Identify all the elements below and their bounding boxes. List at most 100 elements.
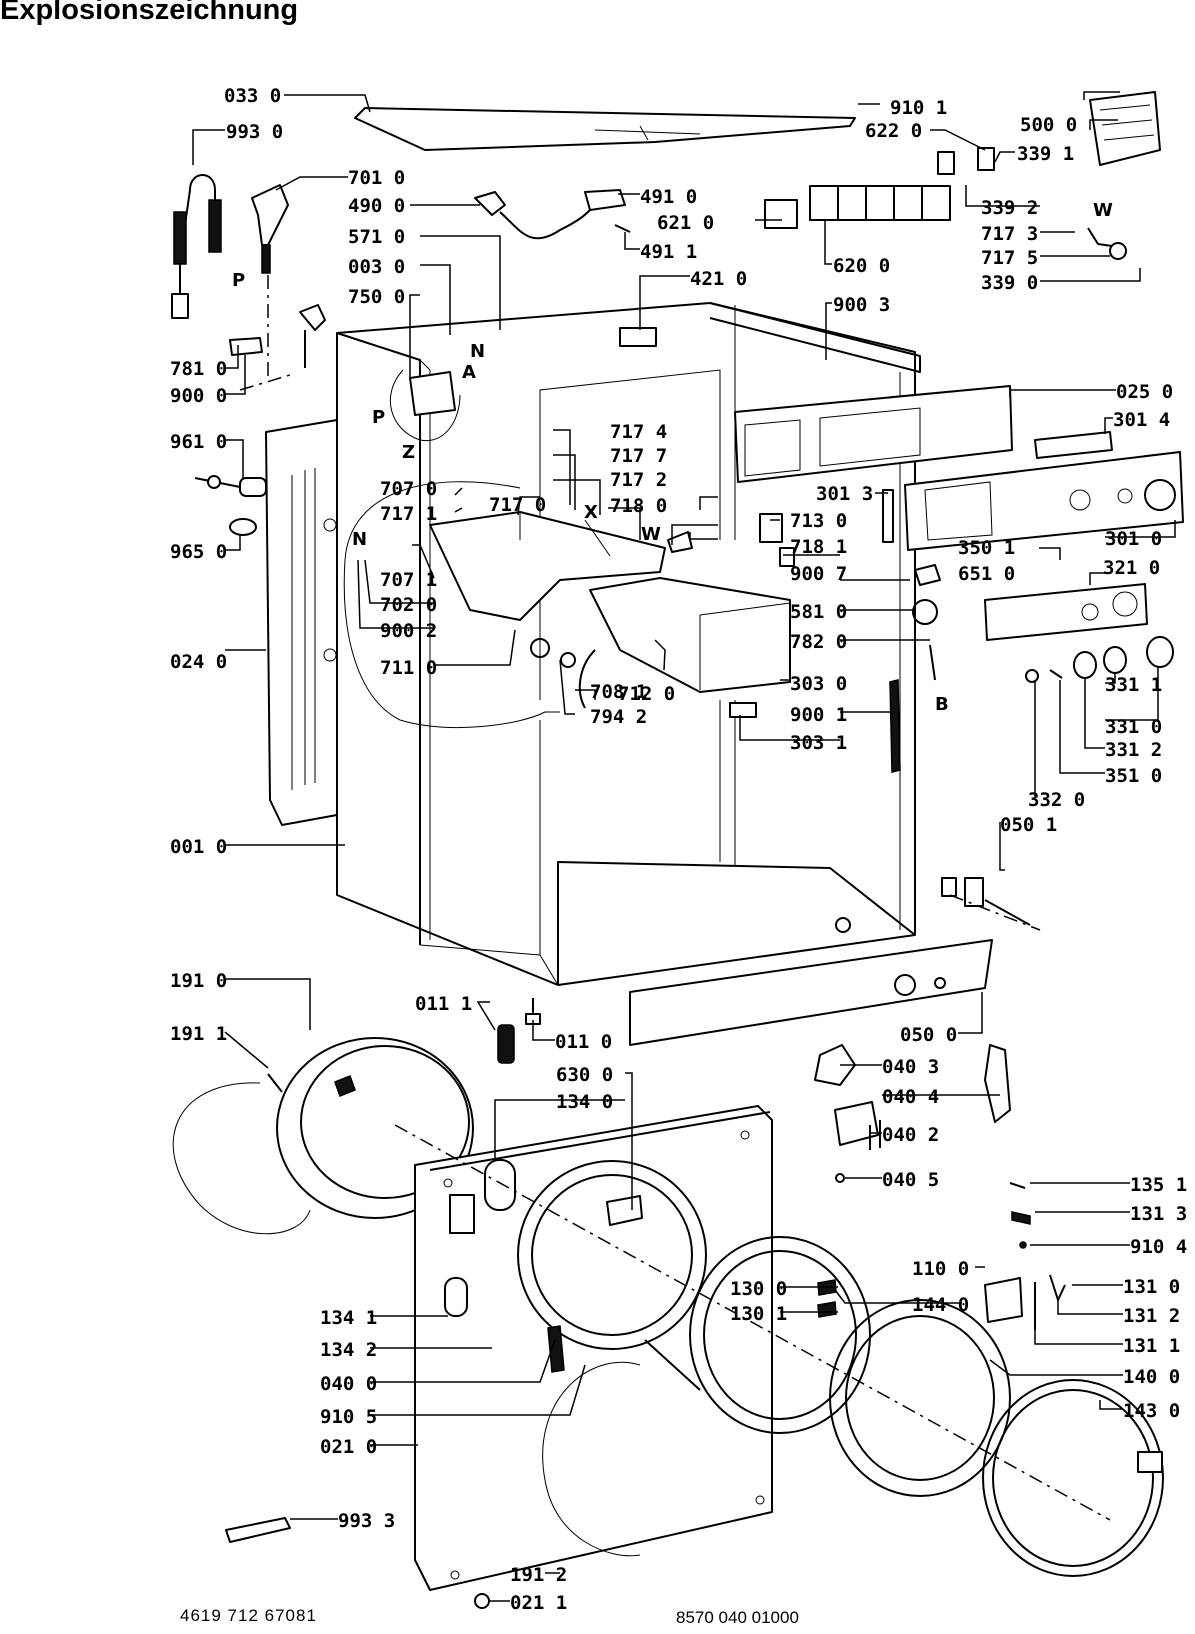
connector-part: [584, 189, 626, 211]
nozzle-part: [667, 531, 693, 553]
label-750-0: 750 0: [348, 286, 405, 308]
label-301-0: 301 0: [1105, 528, 1162, 550]
label-794-2: 794 2: [590, 706, 647, 728]
label-130-1: 130 1: [730, 1303, 787, 1325]
label-339-0: 339 0: [981, 272, 1038, 294]
label-140-0: 140 0: [1123, 1366, 1180, 1388]
drawer-guide-part: [889, 679, 901, 773]
label-900-7: 900 7: [790, 563, 847, 585]
label-191-2: 191 2: [510, 1564, 567, 1586]
switch-block-part: [764, 185, 951, 229]
interference-filter-part: [619, 327, 657, 347]
label-131-0: 131 0: [1123, 1276, 1180, 1298]
label-910-5: 910 5: [320, 1406, 377, 1428]
inlet-hose-part: [171, 174, 222, 319]
label-040-3: 040 3: [882, 1056, 939, 1078]
marker-n-dispenser: N: [352, 529, 367, 550]
label-707-1: 707 1: [380, 569, 437, 591]
page-title: Explosionszeichnung: [0, 0, 299, 26]
label-011-0: 011 0: [555, 1031, 612, 1053]
label-621-0: 621 0: [657, 212, 714, 234]
label-134-1: 134 1: [320, 1307, 377, 1329]
lower-seal-outline: [542, 1361, 641, 1557]
marker-p-switch: P: [372, 407, 385, 428]
label-718-1: 718 1: [790, 536, 847, 558]
dispenser-region-outline: [343, 481, 560, 728]
adjustable-feet-part: [497, 998, 541, 1064]
label-571-0: 571 0: [348, 226, 405, 248]
reference-number: 8570 040 01000: [676, 1608, 799, 1627]
label-421-0: 421 0: [690, 268, 747, 290]
front-panel-part: [414, 1105, 773, 1591]
label-303-0: 303 0: [790, 673, 847, 695]
label-961-0: 961 0: [170, 431, 227, 453]
label-040-2: 040 2: [882, 1124, 939, 1146]
label-321-0: 321 0: [1103, 557, 1160, 579]
label-130-0: 130 0: [730, 1278, 787, 1300]
label-331-2: 331 2: [1105, 739, 1162, 761]
label-630-0: 630 0: [556, 1064, 613, 1086]
label-701-0: 701 0: [348, 167, 405, 189]
label-707-0: 707 0: [380, 478, 437, 500]
label-500-0: 500 0: [1020, 114, 1077, 136]
door-handle-part: [984, 1277, 1023, 1323]
label-782-0: 782 0: [790, 631, 847, 653]
label-711-0: 711 0: [380, 657, 437, 679]
screw-part: [614, 224, 631, 233]
label-620-0: 620 0: [833, 255, 890, 277]
mount-axis-line: [239, 374, 291, 391]
tub-ring-part: [276, 1037, 474, 1219]
door-lock-parts: [814, 1044, 1011, 1183]
label-050-0: 050 0: [900, 1024, 957, 1046]
program-label-part: [984, 583, 1148, 641]
label-131-3: 131 3: [1130, 1203, 1187, 1225]
label-622-0: 622 0: [865, 120, 922, 142]
marker-p-hose: P: [232, 270, 245, 291]
label-021-0: 021 0: [320, 1436, 377, 1458]
bracket-part: [229, 337, 263, 356]
label-134-0: 134 0: [556, 1091, 613, 1113]
connector-clip-part: [914, 564, 941, 586]
document-number: 4619 712 67081: [180, 1606, 317, 1625]
label-110-0: 110 0: [912, 1258, 969, 1280]
label-900-0: 900 0: [170, 385, 227, 407]
label-001-0: 001 0: [170, 836, 227, 858]
marker-z: Z: [402, 442, 415, 463]
label-651-0: 651 0: [958, 563, 1015, 585]
label-143-0: 143 0: [1123, 1400, 1180, 1422]
label-331-1: 331 1: [1105, 674, 1162, 696]
label-717-0: 717 0: [489, 494, 546, 516]
label-135-1: 135 1: [1130, 1174, 1187, 1196]
marker-w-dispenser: W: [641, 524, 661, 545]
label-717-2: 717 2: [610, 469, 667, 491]
label-717-4: 717 4: [610, 421, 667, 443]
label-021-1: 021 1: [510, 1592, 567, 1614]
module-part: [1089, 91, 1161, 166]
label-702-0: 702 0: [380, 594, 437, 616]
label-910-1: 910 1: [890, 97, 947, 119]
label-191-1: 191 1: [170, 1023, 227, 1045]
dispenser-clip-part: [759, 513, 783, 543]
label-339-1: 339 1: [1017, 143, 1074, 165]
kickplate-fixings-part: [941, 877, 1031, 926]
label-134-2: 134 2: [320, 1339, 377, 1361]
lamp-holders-part: [937, 147, 1127, 260]
label-350-1: 350 1: [958, 537, 1015, 559]
dispenser-housing-part: [429, 511, 666, 709]
label-303-1: 303 1: [790, 732, 847, 754]
label-011-1: 011 1: [415, 993, 472, 1015]
label-993-3: 993 3: [338, 1510, 395, 1532]
control-panel-frame-part: [734, 385, 1013, 483]
label-900-1: 900 1: [790, 704, 847, 726]
pressure-switch-part: [299, 304, 461, 442]
label-965-0: 965 0: [170, 541, 227, 563]
label-191-0: 191 0: [170, 970, 227, 992]
label-131-1: 131 1: [1123, 1335, 1180, 1357]
control-panel-fascia-part: [904, 451, 1184, 551]
seal-ring-outline: [172, 1082, 311, 1235]
label-301-3: 301 3: [816, 483, 873, 505]
hinge-pin-part: [194, 475, 267, 536]
button-set-part: [1034, 431, 1113, 459]
label-339-2: 339 2: [981, 197, 1038, 219]
